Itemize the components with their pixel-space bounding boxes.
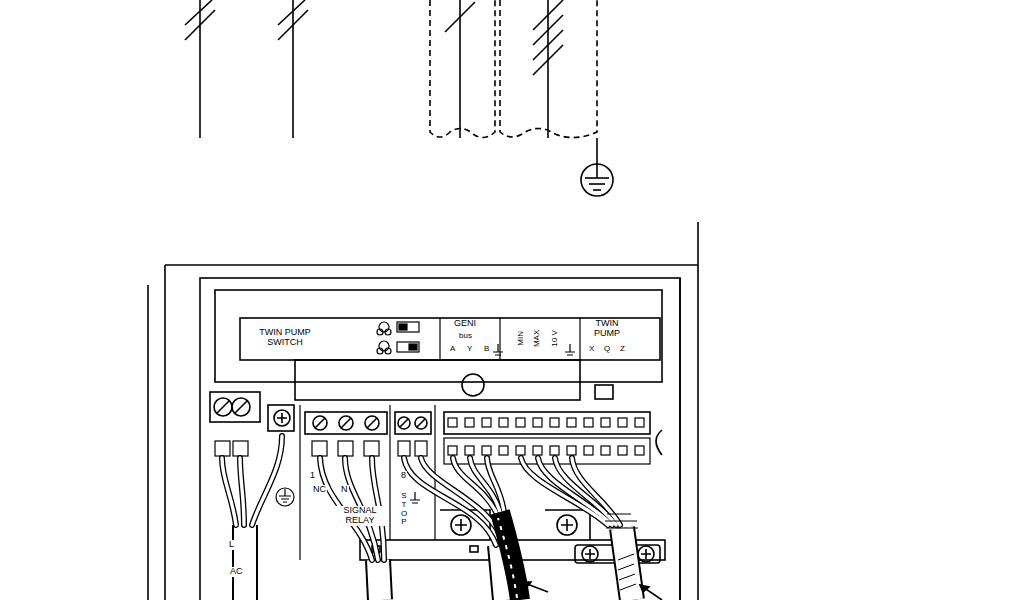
- leader-lines: [522, 582, 662, 600]
- terminal-label: X: [588, 345, 595, 354]
- strip-dividers: [440, 318, 580, 360]
- terminal-slots: [215, 405, 650, 560]
- stop-label: STOP: [399, 492, 409, 527]
- terminal-label: MAX: [533, 329, 542, 348]
- terminal-label: A: [449, 345, 456, 354]
- relay-label: SIGNAL RELAY: [333, 506, 387, 526]
- cable-jacket-fill: [245, 525, 632, 600]
- wire-outline: [222, 436, 620, 560]
- terminal-screws: [210, 392, 650, 434]
- terminal-label: N: [340, 485, 349, 495]
- earth-symbol: [581, 164, 613, 196]
- cable-conductors: [445, 0, 597, 165]
- twin-pump-switch: [377, 322, 419, 354]
- terminal-label: Q: [603, 345, 611, 354]
- enclosure: [148, 222, 698, 600]
- terminal-label: B: [483, 345, 490, 354]
- terminal-number: 8: [400, 471, 407, 481]
- terminal-number: 1: [309, 471, 316, 481]
- terminal-label: MIN: [517, 330, 526, 347]
- supply-lines: [185, 0, 308, 138]
- cable-jacket: [245, 525, 632, 600]
- terminal-label: Z: [619, 345, 626, 354]
- terminal-label: NC: [312, 485, 327, 495]
- switch-label: TWIN PUMP SWITCH: [248, 328, 322, 348]
- wire-fill: [222, 436, 620, 560]
- terminal-label: AC: [229, 567, 244, 577]
- terminal-label: Y: [466, 345, 473, 354]
- shielded-cable: [498, 512, 638, 600]
- terminal-label: L: [228, 540, 235, 550]
- bus-label: GENI: [453, 319, 477, 329]
- twin-pump-label: TWIN PUMP: [581, 319, 633, 339]
- bus-label: bus: [458, 332, 473, 341]
- terminal-label: 10 V: [551, 329, 560, 347]
- cable-outlines: [430, 0, 597, 138]
